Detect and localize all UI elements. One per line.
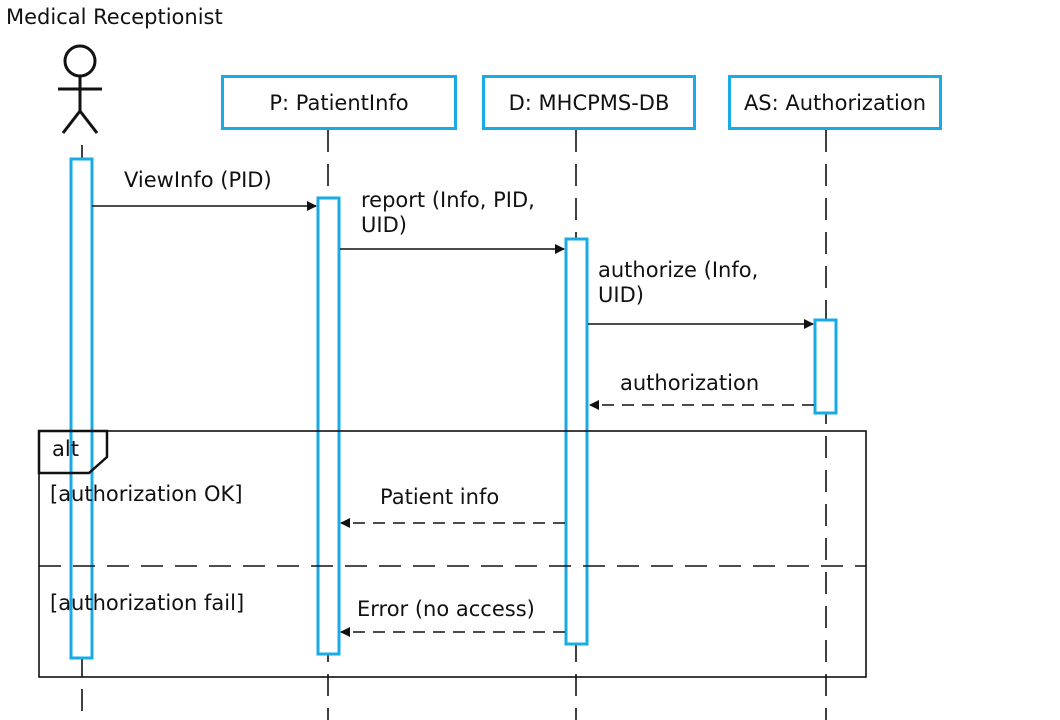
message-label-error-reply: Error (no access) <box>357 597 535 621</box>
alt-fragment <box>38 430 867 678</box>
activation-authorization <box>813 318 838 415</box>
message-label-report: report (Info, PID, UID) <box>361 188 535 237</box>
lifeline-label-authorization: AS: Authorization <box>743 90 927 115</box>
guard-authorization-fail: [authorization fail] <box>50 591 245 615</box>
actor-right-leg <box>78 110 99 134</box>
lifeline-label-patientinfo: P: PatientInfo <box>269 90 409 115</box>
lifeline-label-mhcpms-db: D: MHCPMS-DB <box>508 90 670 115</box>
message-label-patient-info-reply: Patient info <box>380 485 500 509</box>
lifeline-box-mhcpms-db: D: MHCPMS-DB <box>482 75 696 130</box>
actor-left-leg <box>61 110 82 134</box>
message-label-authorization-reply: authorization <box>620 371 760 395</box>
actor-stick-figure <box>58 44 102 134</box>
actor-head <box>63 44 97 78</box>
activation-patientinfo <box>316 196 341 656</box>
activation-mhcpms-db <box>564 237 589 646</box>
actor-label: Medical Receptionist <box>6 5 223 29</box>
alt-operator-pentagon <box>37 429 109 475</box>
lifeline-box-authorization: AS: Authorization <box>728 75 942 130</box>
lifeline-box-patientinfo: P: PatientInfo <box>221 75 457 130</box>
message-label-authorize: authorize (Info, UID) <box>598 258 759 307</box>
guard-authorization-ok: [authorization OK] <box>50 482 243 506</box>
activation-receptionist <box>69 157 94 660</box>
alt-operator-label: alt <box>52 437 79 461</box>
message-label-viewinfo: ViewInfo (PID) <box>124 168 272 192</box>
